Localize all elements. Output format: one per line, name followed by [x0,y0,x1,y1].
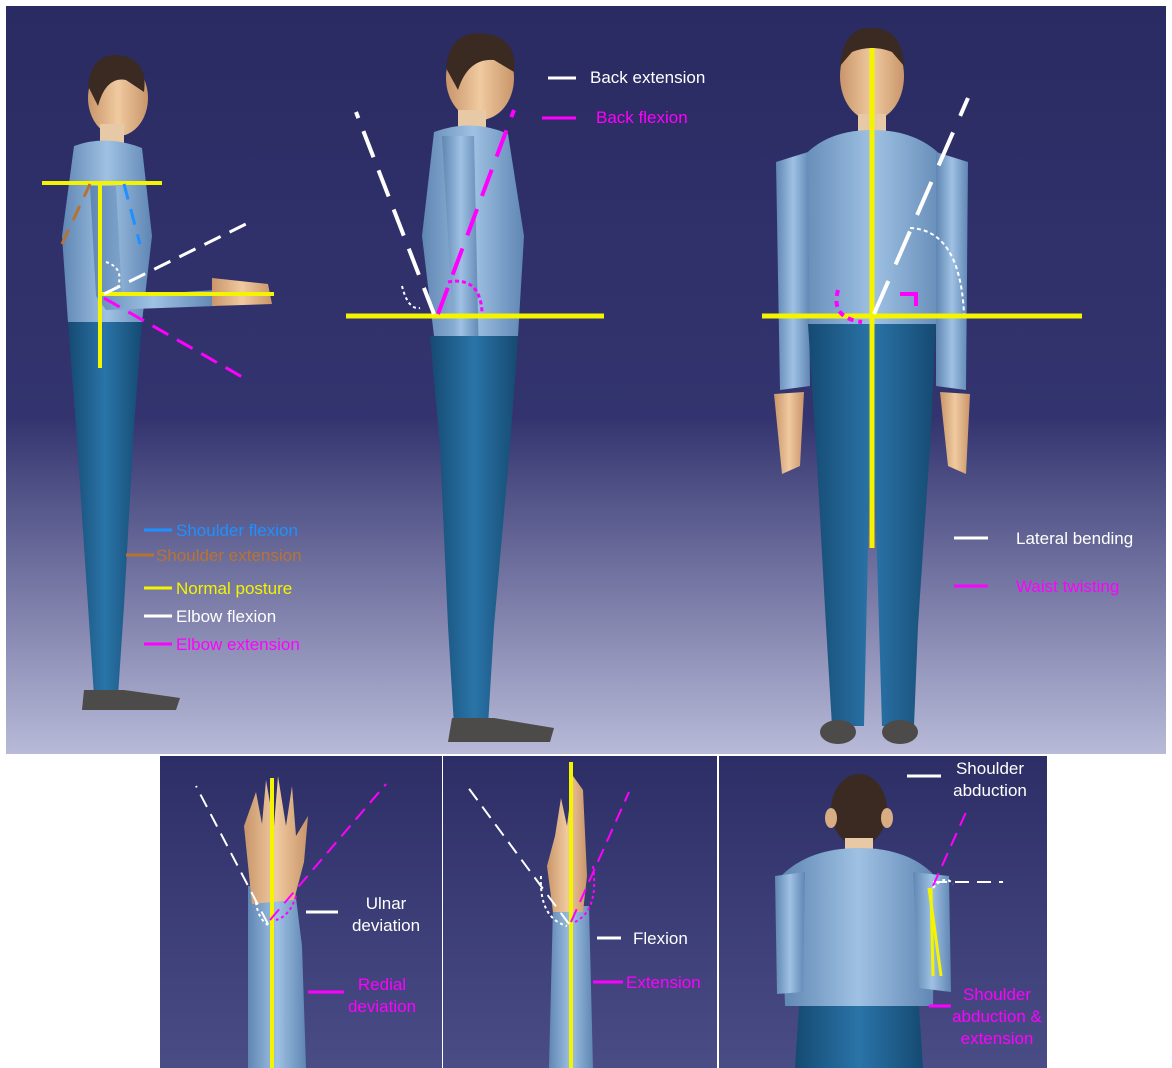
label-shoulder-extension: Shoulder extension [156,545,302,567]
label-shoulder-abduction-extension: Shoulder abduction & extension [945,984,1047,1050]
label-normal-posture: Normal posture [176,578,292,600]
label-shoulder-abduction: Shoulder abduction [943,758,1037,802]
label-shoulder-flexion: Shoulder flexion [176,520,298,542]
side-view-figure [312,6,760,754]
panel-shoulder-elbow: Shoulder flexion Shoulder extension Norm… [6,6,312,754]
label-extension: Extension [626,972,701,994]
label-elbow-flexion: Elbow flexion [176,606,276,628]
label-flexion: Flexion [633,928,688,950]
panel-wrist-flexion: Flexion Extension [443,756,717,1068]
panel-back: Back extension Back flexion [312,6,760,754]
label-redial-deviation: Redial deviation [334,974,430,1018]
panel-shoulder-abduction: Shoulder abduction Shoulder abduction & … [719,756,1047,1068]
panel-wrist-deviation: Ulnar deviation Redial deviation [160,756,442,1068]
label-lateral-bending: Lateral bending [1016,528,1133,550]
label-back-flexion: Back flexion [596,107,688,129]
panel-waist: Lateral bending Waist twisting [760,6,1166,754]
label-back-extension: Back extension [590,67,705,89]
front-view-figure [760,6,1166,754]
forearm-figure [443,756,717,1068]
label-waist-twisting: Waist twisting [1016,576,1119,598]
label-ulnar-deviation: Ulnar deviation [338,893,434,937]
label-elbow-extension: Elbow extension [176,634,300,656]
